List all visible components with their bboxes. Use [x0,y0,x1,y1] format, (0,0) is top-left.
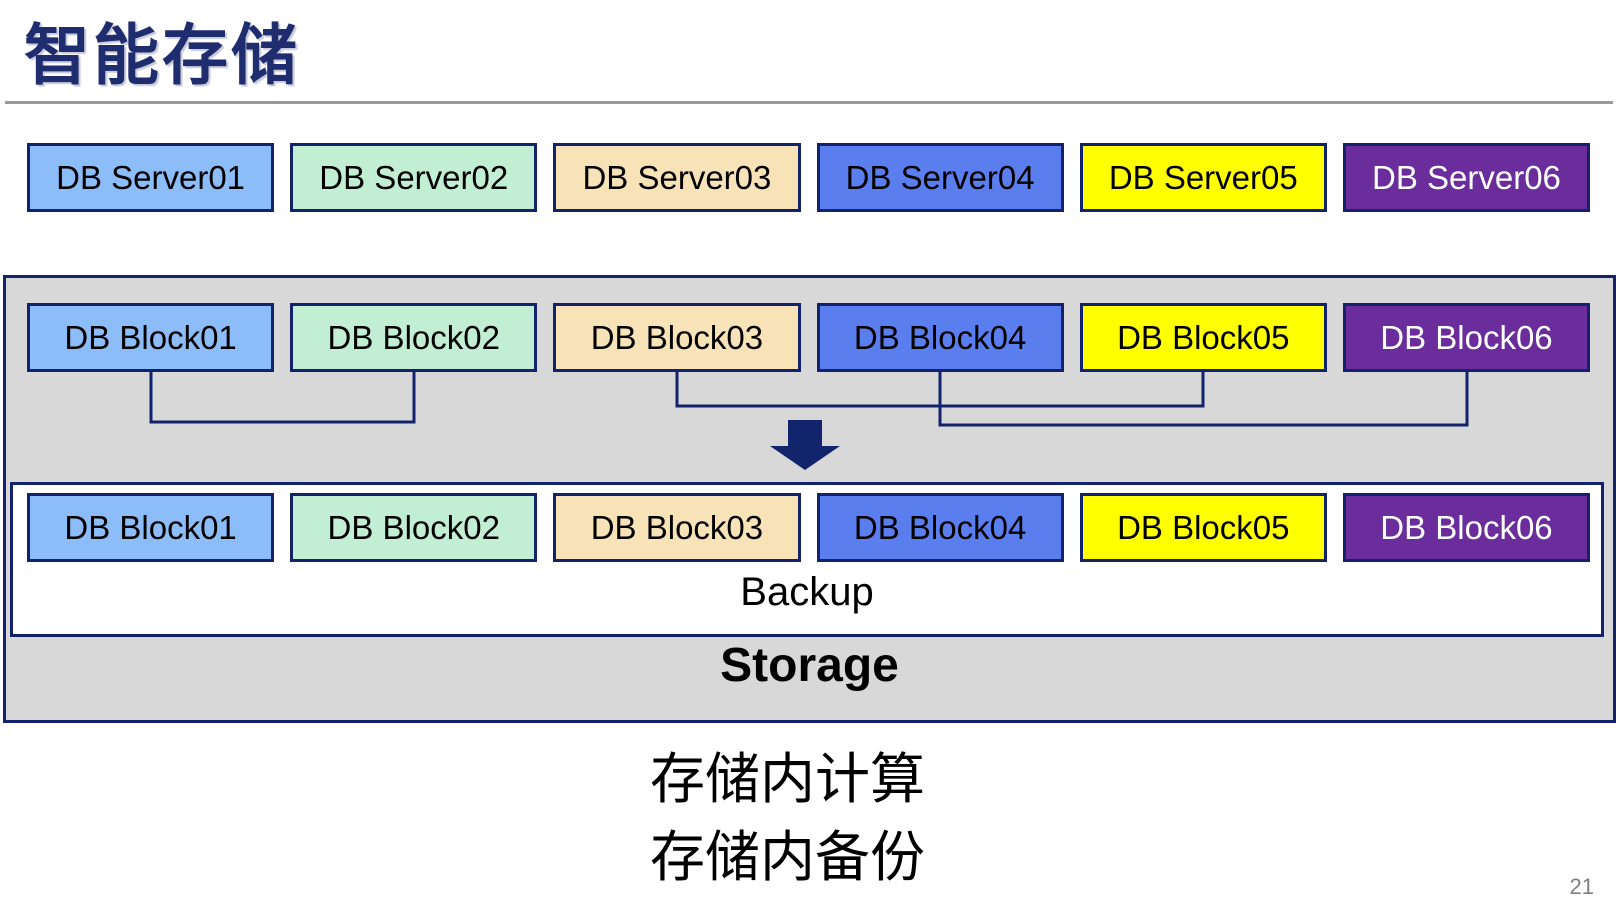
page-number: 21 [1569,874,1594,899]
db-block-backup-box-01: DB Block01 [27,493,275,562]
backup-container [10,482,1604,637]
db-block-backup-box-04: DB Block04 [816,493,1064,562]
db-block-backup-row: DB Block01 DB Block02 DB Block03 DB Bloc… [27,493,1591,562]
db-server-box-02: DB Server02 [290,143,538,212]
db-server-row: DB Server01 DB Server02 DB Server03 DB S… [27,143,1591,212]
db-block-source-box-01: DB Block01 [27,303,275,372]
db-server-box-01: DB Server01 [27,143,275,212]
db-block-source-row: DB Block01 DB Block02 DB Block03 DB Bloc… [27,303,1591,372]
db-block-source-box-05: DB Block05 [1079,303,1327,372]
db-block-backup-box-03: DB Block03 [553,493,801,562]
db-block-backup-box-05: DB Block05 [1079,493,1327,562]
db-server-box-03: DB Server03 [553,143,801,212]
db-server-box-06: DB Server06 [1342,143,1591,212]
db-block-source-box-04: DB Block04 [816,303,1064,372]
footer-note-line-2: 存储内备份 [650,826,926,888]
storage-label: Storage [720,639,899,692]
footer-note-line-1: 存储内计算 [650,748,926,810]
db-server-box-04: DB Server04 [816,143,1064,212]
db-block-source-box-06: DB Block06 [1342,303,1591,372]
footer-notes: 存储内计算 存储内备份 [650,740,925,896]
db-block-backup-box-06: DB Block06 [1342,493,1591,562]
backup-label: Backup [740,570,874,614]
db-block-backup-box-02: DB Block02 [290,493,538,562]
db-block-source-box-03: DB Block03 [553,303,801,372]
title-underline [5,101,1613,104]
db-block-source-box-02: DB Block02 [290,303,538,372]
db-server-box-05: DB Server05 [1079,143,1327,212]
page-title: 智能存储 [24,18,300,92]
